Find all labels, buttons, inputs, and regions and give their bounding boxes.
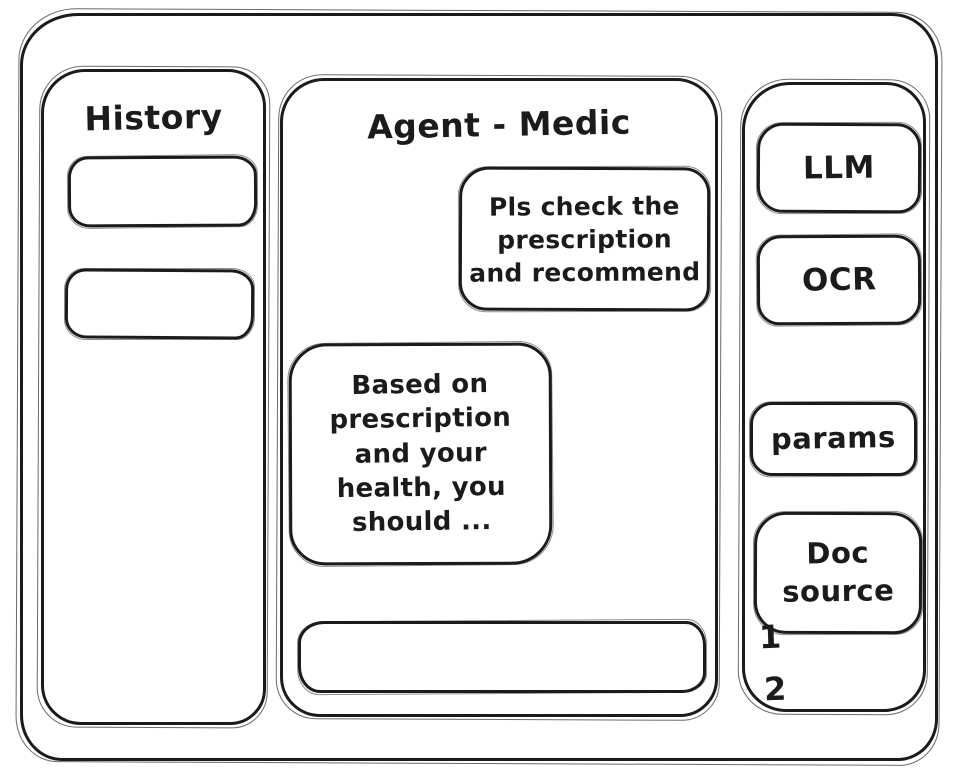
- history-item-2[interactable]: [64, 268, 255, 340]
- message-input[interactable]: [301, 624, 703, 690]
- message-input-box[interactable]: [298, 621, 706, 693]
- doc-source-item-2[interactable]: 2: [763, 669, 787, 709]
- ocr-button-label: OCR: [801, 261, 877, 299]
- params-button-label: params: [770, 420, 897, 457]
- history-title: History: [83, 96, 224, 139]
- params-button[interactable]: params: [750, 402, 917, 476]
- doc-source-button-label: Doc source: [782, 535, 895, 609]
- chat-title: Agent - Medic: [366, 102, 632, 147]
- assistant-message-bubble: Based on prescription and your health, y…: [288, 342, 553, 566]
- doc-source-button[interactable]: Doc source: [753, 511, 923, 635]
- user-message-bubble: Pls check the prescription and recommend: [458, 166, 711, 312]
- app-window-frame: History Agent - Medic Pls check the pres…: [20, 13, 938, 761]
- llm-button-label: LLM: [802, 149, 876, 187]
- tools-panel: LLM OCR params Doc source 1 2: [742, 82, 926, 712]
- ocr-button[interactable]: OCR: [756, 234, 922, 326]
- llm-button[interactable]: LLM: [756, 122, 922, 214]
- user-message-text: Pls check the prescription and recommend: [469, 190, 701, 288]
- history-item-1[interactable]: [67, 155, 258, 228]
- doc-source-item-1[interactable]: 1: [758, 617, 782, 657]
- history-panel: History: [41, 69, 266, 725]
- assistant-message-text: Based on prescription and your health, y…: [329, 369, 512, 539]
- chat-panel: Agent - Medic Pls check the prescription…: [280, 78, 718, 717]
